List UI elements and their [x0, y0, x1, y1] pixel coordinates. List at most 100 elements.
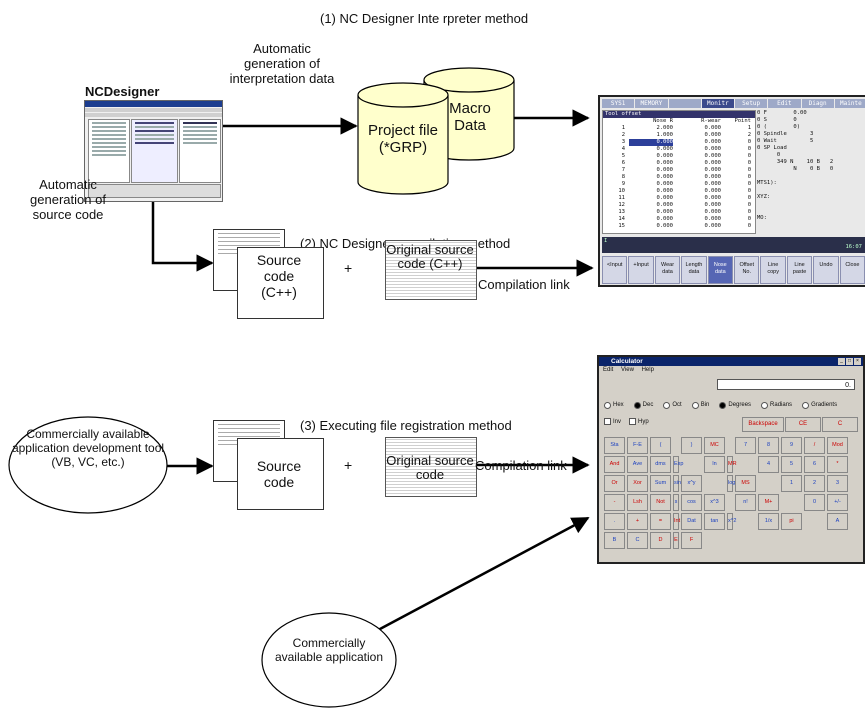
- nc-tab[interactable]: [668, 99, 701, 108]
- radio-option[interactable]: Oct: [663, 400, 682, 410]
- calculator-key[interactable]: M+: [758, 494, 779, 511]
- nc-tab[interactable]: Setup: [735, 99, 768, 108]
- softkey-button[interactable]: Close: [839, 256, 865, 284]
- radio-option[interactable]: Radians: [761, 400, 792, 410]
- close-icon[interactable]: ×: [854, 358, 861, 365]
- calculator-key[interactable]: +/-: [827, 494, 848, 511]
- calculator-key[interactable]: A: [827, 513, 848, 530]
- calculator-key[interactable]: MC: [704, 437, 725, 454]
- calculator-key[interactable]: /: [804, 437, 825, 454]
- calculator-key[interactable]: Ave: [627, 456, 648, 473]
- calculator-key[interactable]: *: [827, 456, 848, 473]
- calculator-key[interactable]: 5: [781, 456, 802, 473]
- calculator-key[interactable]: .: [604, 513, 625, 530]
- nc-tab[interactable]: SYS1: [602, 99, 635, 108]
- nc-tab[interactable]: Diagn: [801, 99, 834, 108]
- calculator-key[interactable]: Xor: [627, 475, 648, 492]
- minimize-icon[interactable]: _: [838, 358, 845, 365]
- softkey-button[interactable]: Line paste: [786, 256, 813, 284]
- softkey-button[interactable]: Line copy: [760, 256, 786, 284]
- calculator-key[interactable]: 7: [735, 437, 756, 454]
- inv-checkbox[interactable]: Inv: [604, 418, 621, 425]
- calculator-key[interactable]: ln: [704, 456, 725, 473]
- calculator-key[interactable]: sin: [673, 475, 681, 492]
- softkey-button[interactable]: Offset No.: [734, 256, 760, 284]
- menu-view[interactable]: View: [621, 367, 634, 373]
- calculator-key[interactable]: F-E: [627, 437, 648, 454]
- calculator-key[interactable]: 2: [804, 475, 825, 492]
- calculator-key[interactable]: Or: [604, 475, 625, 492]
- calculator-key[interactable]: 6: [804, 456, 825, 473]
- calculator-key[interactable]: +: [627, 513, 648, 530]
- calculator-key[interactable]: -: [604, 494, 625, 511]
- calculator-key[interactable]: Exp: [673, 456, 683, 473]
- nc-tab[interactable]: MEMORY: [635, 99, 668, 108]
- calculator-key[interactable]: log: [727, 475, 735, 492]
- radio-option[interactable]: Dec: [633, 400, 653, 410]
- calculator-key[interactable]: Sta: [604, 437, 625, 454]
- calculator-key[interactable]: dms: [650, 456, 671, 473]
- calculator-key[interactable]: 3: [827, 475, 848, 492]
- calculator-key[interactable]: D: [650, 532, 671, 549]
- calculator-key[interactable]: x^y: [681, 475, 702, 492]
- calculator-key[interactable]: 9: [781, 437, 802, 454]
- calculator-key[interactable]: cos: [681, 494, 702, 511]
- calculator-key[interactable]: Lsh: [627, 494, 648, 511]
- calculator-key[interactable]: =: [650, 513, 671, 530]
- calculator-key[interactable]: 1/x: [758, 513, 779, 530]
- nc-tab-monitor[interactable]: Monitr: [701, 99, 734, 108]
- ce-button[interactable]: CE: [785, 417, 821, 432]
- calculator-key[interactable]: (: [650, 437, 671, 454]
- radio-option[interactable]: Bin: [691, 400, 709, 410]
- calculator-key[interactable]: 1: [781, 475, 802, 492]
- softkey-button[interactable]: Nose data: [707, 256, 734, 284]
- softkey-button[interactable]: Undo: [813, 256, 839, 284]
- calculator-key[interactable]: 8: [758, 437, 779, 454]
- calculator-key[interactable]: Not: [650, 494, 671, 511]
- calculator-key[interactable]: C: [627, 532, 648, 549]
- calculator-key[interactable]: Int: [673, 513, 680, 530]
- softkey-button[interactable]: Length data: [681, 256, 707, 284]
- maximize-icon[interactable]: □: [846, 358, 853, 365]
- calculator-key[interactable]: ): [681, 437, 702, 454]
- hyp-checkbox[interactable]: Hyp: [629, 418, 649, 425]
- calculator-key[interactable]: s: [673, 494, 679, 511]
- calculator-key[interactable]: x^3: [704, 494, 725, 511]
- backspace-button[interactable]: Backspace: [742, 417, 784, 432]
- calculator-key[interactable]: B: [604, 532, 625, 549]
- calculator-key[interactable]: MS: [735, 475, 756, 492]
- calculator-key[interactable]: Sum: [650, 475, 671, 492]
- calculator-key[interactable]: pi: [781, 513, 802, 530]
- calculator-key[interactable]: Mod: [827, 437, 848, 454]
- calculator-key[interactable]: E: [673, 532, 679, 549]
- calculator-key[interactable]: tan: [704, 513, 725, 530]
- softkey-button[interactable]: Wear data: [654, 256, 681, 284]
- calculator-key[interactable]: MR: [727, 456, 737, 473]
- c-button[interactable]: C: [822, 417, 858, 432]
- radio-option[interactable]: Gradients: [802, 400, 837, 410]
- calculator-key[interactable]: F: [681, 532, 702, 549]
- calculator-key[interactable]: x^2: [727, 513, 736, 530]
- calculator-key[interactable]: Dat: [681, 513, 702, 530]
- nc-tab[interactable]: Edit: [768, 99, 801, 108]
- radio-option[interactable]: Degrees: [719, 400, 751, 410]
- radio-option[interactable]: Hex: [604, 400, 624, 410]
- nc-input-line[interactable]: I: [604, 238, 608, 244]
- calculator-key[interactable]: 4: [758, 456, 779, 473]
- softkey-button[interactable]: <Input: [602, 256, 628, 284]
- menu-help[interactable]: Help: [641, 367, 654, 373]
